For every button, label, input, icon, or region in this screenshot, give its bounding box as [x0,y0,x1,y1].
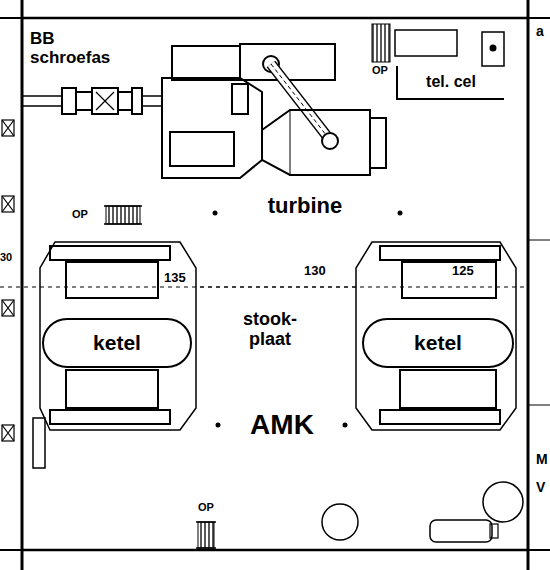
boiler-drum: ketel [42,318,192,368]
platform-mark: OP [372,64,388,76]
part-name: BB schroefas [30,30,126,67]
edge-text: M [536,452,548,467]
part-name: turbine [268,194,343,218]
platform-mark: OP [72,208,88,220]
frame-number: 30 [0,251,12,263]
frame-number: 130 [304,264,326,278]
edge-text: a [536,24,544,39]
platform-mark: OP [198,501,214,513]
room-box: tel. cel [396,66,504,100]
edge-text: V [536,480,545,495]
boiler-drum: ketel [362,318,514,368]
node-text: tel. cel [426,73,476,91]
node-text: ketel [414,331,462,355]
room-name: AMK [250,410,314,441]
frame-number: 135 [164,271,186,285]
node-text: ketel [93,331,141,355]
frame-number: 125 [452,264,474,278]
part-name: stook- plaat [238,310,302,350]
